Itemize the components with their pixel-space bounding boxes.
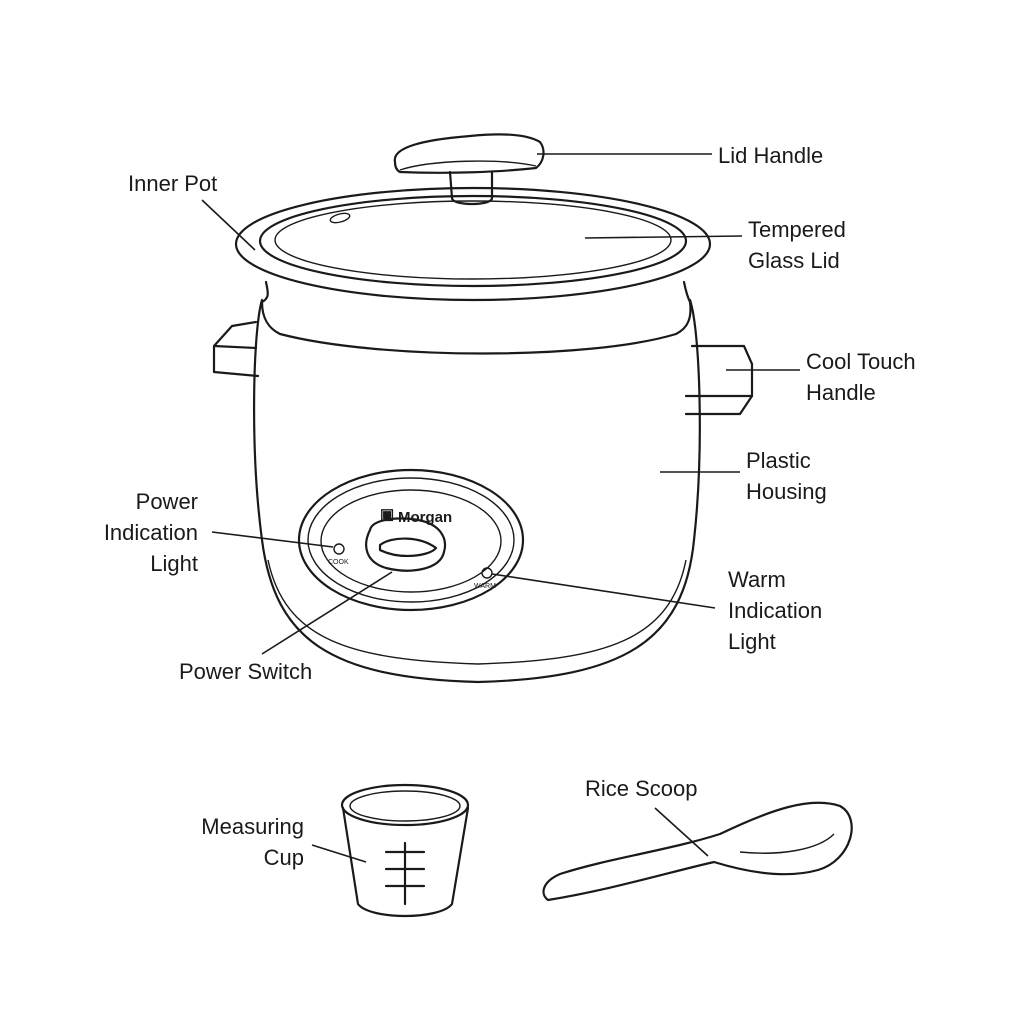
- inner-pot-label: Inner Pot: [128, 171, 218, 196]
- rice-scoop-drawing: [542, 801, 853, 902]
- lid-handle-drawing: [393, 133, 545, 206]
- power-indication-light-label: Power Indication Light: [103, 489, 198, 576]
- power-switch-label: Power Switch: [179, 659, 313, 684]
- rice-scoop-label: Rice Scoop: [585, 776, 698, 801]
- cool-touch-handle-label: Cool Touch Handle: [806, 349, 916, 405]
- plastic-housing-label: Plastic Housing: [746, 448, 827, 504]
- control-panel-drawing: ▣ Morgan COOK WARM: [297, 468, 525, 612]
- cool-touch-handles-drawing: [212, 320, 754, 416]
- leader-lines: [201, 153, 800, 863]
- measuring-cup-drawing: [340, 783, 470, 918]
- tempered-glass-lid-label: Tempered Glass Lid: [748, 217, 846, 273]
- inner-pot-and-lid-drawing: [234, 186, 712, 304]
- measuring-cup-label: Measuring Cup: [201, 814, 304, 870]
- warm-indication-light-label: Warm Indication Light: [728, 567, 823, 654]
- warm-indicator-label: WARM: [474, 583, 496, 590]
- plastic-housing-drawing: [253, 298, 701, 684]
- lid-handle-label: Lid Handle: [718, 143, 824, 168]
- cook-indicator-label: COOK: [328, 559, 349, 566]
- brand-name: Morgan: [398, 509, 452, 526]
- brand-logo: ▣: [380, 506, 394, 523]
